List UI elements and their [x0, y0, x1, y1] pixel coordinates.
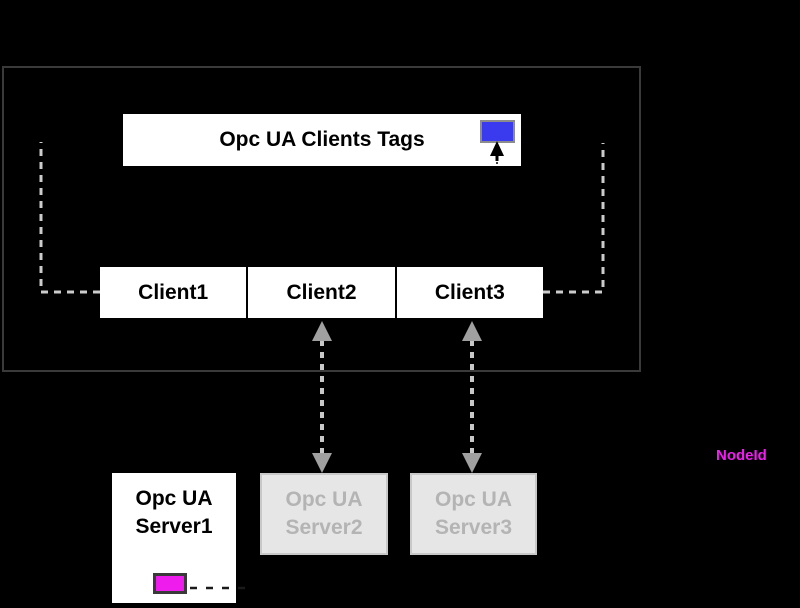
nodeid-label: NodeId	[716, 447, 767, 464]
client2-node: Client2	[248, 267, 395, 318]
client3-node: Client3	[396, 267, 543, 318]
client2-label: Client2	[286, 280, 357, 304]
server1-label-line1: Opc UA	[135, 487, 213, 510]
server3-node: Opc UA Server3	[410, 473, 537, 555]
client3-label: Client3	[434, 280, 505, 304]
server2-label-line1: Opc UA	[285, 488, 363, 511]
server1-label-line2: Server1	[135, 515, 213, 538]
client-row: Client1 Client2 Client3	[100, 267, 543, 318]
server2-node: Opc UA Server2	[260, 473, 388, 555]
clients-tags-label: Opc UA Clients Tags	[219, 128, 425, 151]
server3-label-line1: Opc UA	[434, 488, 512, 511]
client1-label: Client1	[138, 280, 209, 304]
clients-group-frame	[2, 66, 641, 372]
blue-tag-icon	[480, 120, 515, 143]
magenta-tag-icon	[153, 573, 187, 594]
server3-label-line2: Server3	[434, 516, 513, 539]
server1-node: Opc UA Server1	[112, 473, 236, 603]
server2-label-line2: Server2	[285, 516, 363, 539]
client1-node: Client1	[100, 267, 247, 318]
clients-tags-node: Opc UA Clients Tags	[123, 114, 521, 166]
